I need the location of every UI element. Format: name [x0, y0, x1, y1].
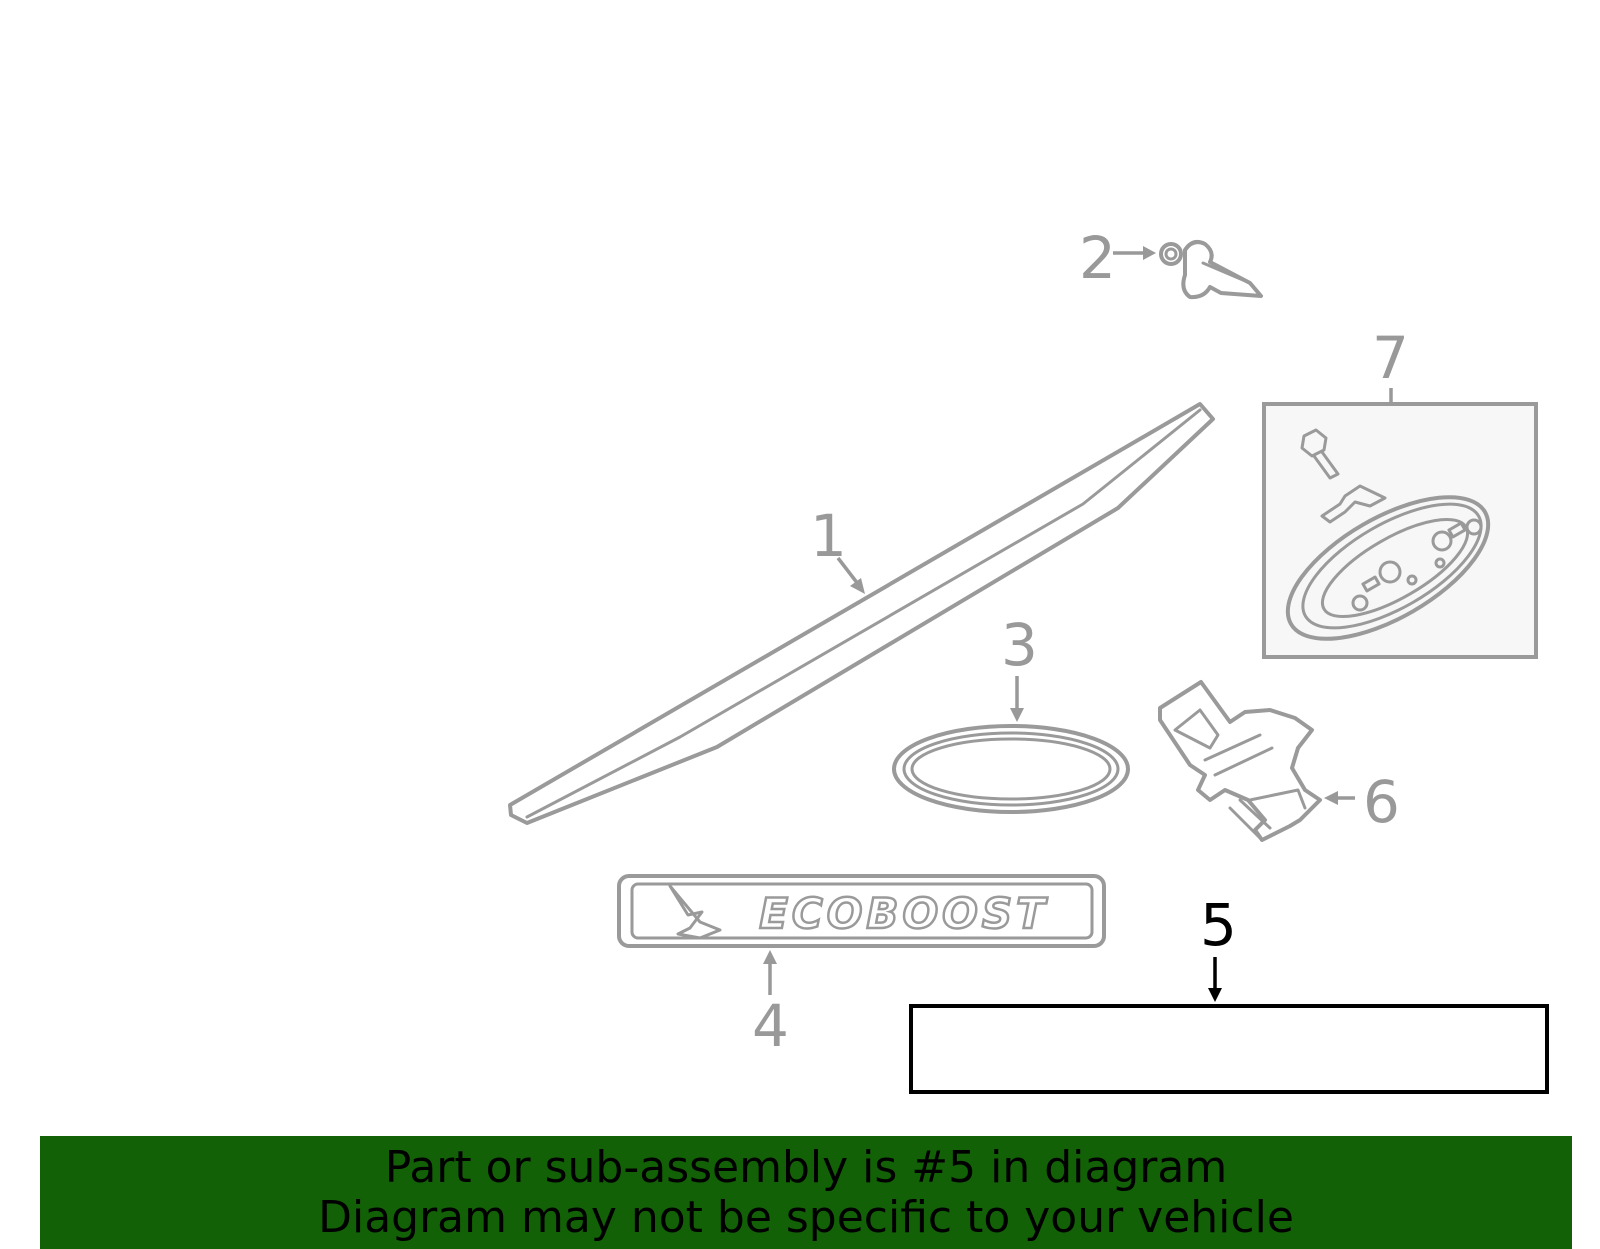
leader-1 — [836, 556, 865, 594]
handle-housing-icon — [1285, 495, 1491, 641]
leader-2 — [1113, 246, 1156, 260]
part-5-box[interactable] — [909, 1004, 1549, 1094]
part-4-ecoboost-nameplate[interactable]: ECOBOOST — [617, 874, 1106, 948]
leader-4 — [763, 950, 777, 995]
leader-5 — [1208, 957, 1222, 1002]
notice-line-2: Diagram may not be specific to your vehi… — [318, 1191, 1294, 1243]
part-1-molding[interactable] — [508, 402, 1215, 825]
bolt-icon — [1300, 428, 1340, 480]
part-6-camera[interactable] — [1158, 680, 1322, 842]
callout-4[interactable]: 4 — [752, 992, 789, 1060]
notice-line-1: Part or sub-assembly is #5 in diagram — [384, 1141, 1228, 1193]
ecoboost-lettering: ECOBOOST — [759, 889, 1049, 938]
bracket-icon — [1320, 484, 1387, 524]
callout-6[interactable]: 6 — [1363, 768, 1400, 836]
notice-banner: Part or sub-assembly is #5 in diagram Di… — [40, 1136, 1572, 1249]
part-2-clip[interactable] — [1159, 240, 1263, 300]
callout-5[interactable]: 5 — [1200, 891, 1237, 959]
callout-3[interactable]: 3 — [1001, 611, 1038, 679]
leader-3 — [1010, 676, 1024, 722]
part-7-assembly-box[interactable] — [1262, 402, 1538, 667]
callout-1[interactable]: 1 — [810, 502, 847, 570]
callout-2[interactable]: 2 — [1079, 224, 1116, 292]
part-3-oval-emblem[interactable] — [892, 724, 1130, 814]
callout-7[interactable]: 7 — [1372, 324, 1409, 392]
leader-6 — [1324, 791, 1355, 805]
